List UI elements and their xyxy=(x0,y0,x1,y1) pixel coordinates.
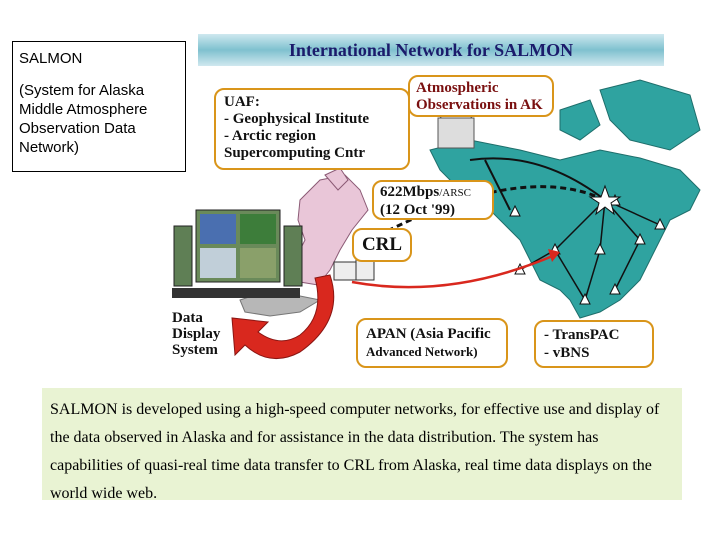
bandwidth-callout: 622Mbps/ARSC (12 Oct '99) xyxy=(372,180,494,220)
banner-title: International Network for SALMON xyxy=(288,39,574,60)
data-display-label: Data Display System xyxy=(172,310,220,358)
crl-building-icon xyxy=(333,255,375,281)
apan-line1: APAN (Asia Pacific xyxy=(366,326,491,342)
crl-label: CRL xyxy=(361,234,403,255)
title-box: SALMON (System for Alaska Middle Atmosph… xyxy=(12,41,186,172)
asia-map xyxy=(294,174,369,286)
dds-line2: Display xyxy=(172,326,221,342)
hub-star-icon xyxy=(588,184,622,216)
data-flow-arrow xyxy=(231,274,335,360)
uaf-callout: UAF: - Geophysical Institute - Arctic re… xyxy=(214,88,410,170)
dds-line3: System xyxy=(172,342,218,358)
transpac-link xyxy=(351,253,556,289)
uaf-line3: Supercomputing Cntr xyxy=(224,145,365,161)
network-map xyxy=(172,79,701,360)
crl-callout: CRL xyxy=(352,228,412,262)
display-monitors xyxy=(172,209,303,298)
trans-line1: - TransPAC xyxy=(544,327,620,343)
trans-line2: - vBNS xyxy=(544,345,590,361)
rate-date: (12 Oct '99) xyxy=(380,202,455,218)
system-name: SALMON xyxy=(19,50,83,67)
uaf-line2: - Arctic region xyxy=(224,128,316,144)
uaf-title: UAF: xyxy=(224,94,260,110)
uaf-line1: - Geophysical Institute xyxy=(224,111,370,127)
description-text: SALMON is developed using a high-speed c… xyxy=(50,401,660,502)
apan-line2: Advanced Network) xyxy=(366,344,478,359)
network-banner: International Network for SALMON xyxy=(198,34,664,66)
description-box: SALMON is developed using a high-speed c… xyxy=(42,388,682,502)
apan-callout: APAN (Asia Pacific Advanced Network) xyxy=(356,318,508,368)
dds-line1: Data xyxy=(172,310,203,326)
atmo-line1: Atmospheric xyxy=(416,80,499,96)
rate-suffix: /ARSC xyxy=(439,187,471,199)
system-fullname: (System for Alaska Middle Atmosphere Obs… xyxy=(19,82,148,156)
atmospheric-callout: Atmospheric Observations in AK xyxy=(408,75,554,117)
atmo-line2: Observations in AK xyxy=(416,97,543,113)
transpac-callout: - TransPAC - vBNS xyxy=(534,320,654,368)
rate-value: 622Mbps xyxy=(380,184,440,200)
